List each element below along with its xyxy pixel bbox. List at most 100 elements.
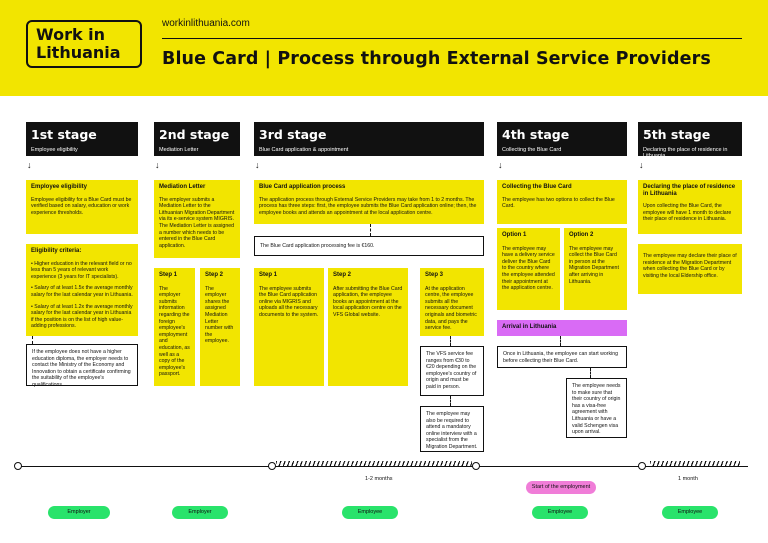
connector — [590, 368, 591, 378]
stage-2-step-1-text: The employer submits information regardi… — [159, 285, 190, 378]
stage-3-step-1-box: Step 1 The employee submits the Blue Car… — [254, 268, 324, 386]
stage-5-number: 5th stage — [643, 127, 711, 142]
option-1-text: The employee may have a delivery service… — [502, 245, 555, 292]
stage-2-text: The employer submits a Mediation Letter … — [159, 196, 235, 249]
declaration-box-2: The employee may declare their place of … — [638, 244, 742, 294]
timeline-node — [14, 462, 22, 470]
down-arrow-icon: ↓ — [27, 160, 32, 170]
timeline-hatch-1-2-months — [276, 461, 472, 467]
option-2-box: Option 2 The employee may collect the Bl… — [564, 228, 627, 310]
stage-5-header: 5th stage Declaring the place of residen… — [638, 122, 742, 159]
stage-3-step-2-box: Step 2 After submitting the Blue Card ap… — [328, 268, 408, 386]
stage-3-step-2-text: After submitting the Blue Card applicati… — [333, 285, 403, 318]
stage-3-title: Blue Card application process — [259, 184, 346, 190]
stage-2-header: 2nd stage Mediation Letter — [154, 122, 240, 156]
stage-1-subtitle: Employee eligibility — [31, 147, 78, 153]
logo-line-1: Work in — [36, 25, 106, 44]
stage-1-header: 1st stage Employee eligibility — [26, 122, 138, 156]
actor-badge-stage-2: Employer — [172, 506, 228, 519]
timeline-node — [638, 462, 646, 470]
processing-fee-text: The Blue Card application processing fee… — [260, 243, 375, 249]
collecting-box: Collecting the Blue Card The employee ha… — [497, 180, 627, 224]
stage-3-step-1-title: Step 1 — [259, 272, 278, 278]
criteria-title: Eligibility criteria: — [31, 248, 82, 254]
application-process-box: Blue Card application process The applic… — [254, 180, 484, 224]
timeline-node — [472, 462, 480, 470]
option-1-box: Option 1 The employee may have a deliver… — [497, 228, 560, 310]
stage-3-step-3-text: At the application centre, the employee … — [425, 285, 477, 332]
actor-badge-stage-1: Employer — [48, 506, 110, 519]
arrival-note: Once in Lithuania, the employee can star… — [497, 346, 627, 368]
stage-5-text-2: The employee may declare their place of … — [643, 253, 737, 279]
visa-note-text: The employee needs to make sure that the… — [572, 383, 621, 436]
vfs-fee-text: The VFS service fee ranges from €30 to €… — [426, 351, 477, 390]
stage-3-number: 3rd stage — [259, 127, 327, 142]
start-of-employment-badge: Start of the employment — [526, 481, 596, 494]
stage-4-subtitle: Collecting the Blue Card — [502, 147, 562, 153]
arrival-note-text: Once in Lithuania, the employee can star… — [503, 351, 619, 364]
stage-2-step-1-title: Step 1 — [159, 272, 178, 278]
actor-badge-stage-3: Employee — [342, 506, 398, 519]
stage-1-note-box: If the employee does not have a higher e… — [26, 344, 138, 388]
stage-4-text: The employee has two options to collect … — [502, 196, 615, 210]
down-arrow-icon: ↓ — [255, 160, 260, 170]
declaration-box: Declaring the place of residence in Lith… — [638, 180, 742, 234]
option-2-title: Option 2 — [569, 232, 594, 238]
interview-text: The employee may also be required to att… — [426, 411, 478, 450]
timeline-label-1-2-months: 1-2 months — [365, 476, 393, 482]
connector — [560, 336, 561, 346]
stage-5-title: Declaring the place of residence in Lith… — [643, 184, 736, 197]
arrival-text: Arrival in Lithuania — [502, 324, 557, 330]
timeline-hatch-1-month — [650, 461, 740, 467]
stage-3-step-1-text: The employee submits the Blue Card appli… — [259, 285, 319, 318]
stage-2-subtitle: Mediation Letter — [159, 147, 199, 153]
option-1-title: Option 1 — [502, 232, 527, 238]
stage-1-number: 1st stage — [31, 127, 97, 142]
stage-2-step-2-box: Step 2 The employer shares the assigned … — [200, 268, 240, 386]
stage-1-text: Employee eligibility for a Blue Card mus… — [31, 196, 132, 216]
stage-5-text: Upon collecting the Blue Card, the emplo… — [643, 203, 732, 223]
stage-3-step-3-title: Step 3 — [425, 272, 444, 278]
site-url[interactable]: workinlithuania.com — [162, 18, 250, 29]
mediation-letter-box: Mediation Letter The employer submits a … — [154, 180, 240, 258]
stage-2-title: Mediation Letter — [159, 184, 206, 190]
arrival-badge: Arrival in Lithuania — [497, 320, 627, 336]
connector — [450, 336, 451, 346]
criteria-item: • Salary of at least 1.5x the average mo… — [31, 285, 133, 298]
stage-3-text: The application process through External… — [259, 196, 477, 216]
stage-3-step-3-box: Step 3 At the application centre, the em… — [420, 268, 484, 336]
stage-1-eligibility-box: Employee eligibility Employee eligibilit… — [26, 180, 138, 234]
stage-2-number: 2nd stage — [159, 127, 230, 142]
connector — [370, 224, 371, 236]
connector — [450, 396, 451, 406]
stage-3-header: 3rd stage Blue Card application & appoin… — [254, 122, 484, 156]
actor-badge-stage-5: Employee — [662, 506, 718, 519]
stage-2-step-2-title: Step 2 — [205, 272, 224, 278]
stage-2-step-1-box: Step 1 The employer submits information … — [154, 268, 195, 386]
stage-5-subtitle: Declaring the place of residence in Lith… — [643, 147, 728, 159]
timeline-node — [268, 462, 276, 470]
stage-1-note: If the employee does not have a higher e… — [32, 349, 131, 388]
stage-4-title: Collecting the Blue Card — [502, 184, 572, 190]
visa-note: The employee needs to make sure that the… — [566, 378, 627, 438]
stage-2-step-2-text: The employer shares the assigned Mediati… — [205, 285, 234, 345]
stage-3-subtitle: Blue Card application & appointment — [259, 147, 349, 153]
stage-4-header: 4th stage Collecting the Blue Card — [497, 122, 627, 156]
criteria-item: • Salary of at least 1.2x the average mo… — [31, 303, 133, 330]
stage-4-number: 4th stage — [502, 127, 570, 142]
option-2-text: The employee may collect the Blue Card i… — [569, 245, 619, 285]
timeline-label-1-month: 1 month — [678, 476, 698, 482]
down-arrow-icon: ↓ — [498, 160, 503, 170]
header-banner: Work in Lithuania workinlithuania.com Bl… — [0, 0, 768, 96]
eligibility-criteria-box: Eligibility criteria: • Higher education… — [26, 244, 138, 336]
down-arrow-icon: ↓ — [639, 160, 644, 170]
logo: Work in Lithuania — [26, 20, 142, 68]
stage-3-step-2-title: Step 2 — [333, 272, 352, 278]
connector — [32, 336, 33, 344]
actor-badge-stage-4: Employee — [532, 506, 588, 519]
interview-note: The employee may also be required to att… — [420, 406, 484, 452]
stage-1-title: Employee eligibility — [31, 184, 88, 190]
vfs-fee-note: The VFS service fee ranges from €30 to €… — [420, 346, 484, 396]
processing-fee-note: The Blue Card application processing fee… — [254, 236, 484, 256]
header-divider — [162, 38, 742, 39]
